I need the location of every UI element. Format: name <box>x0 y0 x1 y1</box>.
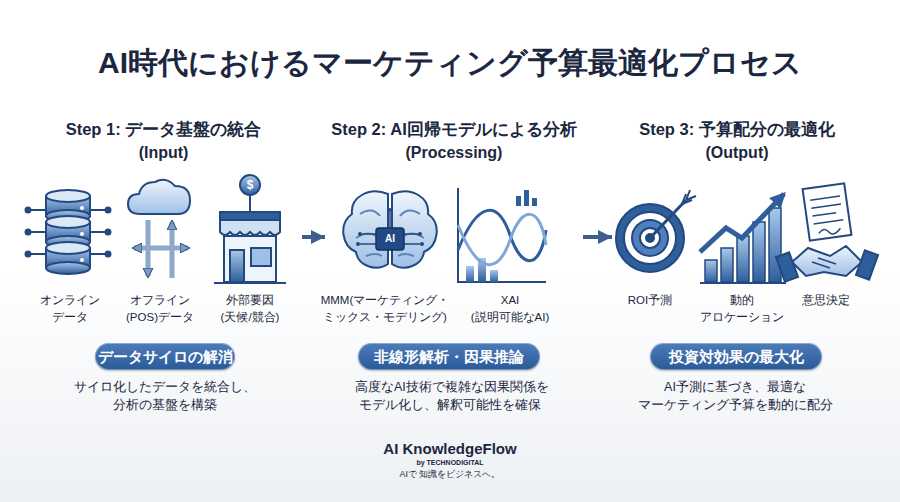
database-icon <box>26 190 111 274</box>
step-description: サイロ化したデータを統合し、 分析の基盤を構築 <box>72 378 258 414</box>
icon-label: オンライン データ <box>39 292 101 326</box>
step-heading: Step 2: AI回帰モデルによる分析 <box>325 118 583 140</box>
store-icon <box>214 175 286 283</box>
ai-brain-icon <box>343 191 436 267</box>
flow-arrow <box>302 235 325 239</box>
icon-label: 動的 アロケーション <box>699 292 785 326</box>
flow-arrow <box>583 235 612 239</box>
step-heading: Step 1: データ基盤の統合 <box>25 118 302 140</box>
contract-handshake-icon <box>776 183 878 281</box>
step-column: Step 1: データ基盤の統合(Input) データサイロの解消 <box>25 118 302 418</box>
growth-chart-icon <box>700 194 786 283</box>
step-description: 高度なAI技術で複雑な因果関係を モデル化し、解釈可能性を確保 <box>355 378 545 414</box>
wave-chart-icon <box>458 188 546 282</box>
banner-text: 投資対効果の最大化 <box>669 348 804 366</box>
diagram-title: AI時代におけるマーケティング予算最適化プロセス <box>0 44 900 82</box>
banner-pill: 投資対効果の最大化 <box>650 343 822 370</box>
step-subheading: (Processing) <box>325 142 583 164</box>
icon-label: MMM(マーケティング・ ミックス・モデリング) <box>317 292 453 326</box>
step-subheading: (Output) <box>612 142 862 164</box>
step-column: Step 3: 予算配分の最適化(Output) 投資対効果の最大化 <box>612 118 862 418</box>
step-description: AI予測に基づき、最適な マーケティング予算を動的に配分 <box>637 378 833 414</box>
target-icon <box>616 190 696 272</box>
brand-byline: by TECHNODIGITAL <box>416 458 483 467</box>
banner-pill: データサイロの解消 <box>95 343 235 370</box>
cloud-sync-icon <box>128 180 190 278</box>
icon-label: 意思決定 <box>802 292 850 309</box>
chip-label: AI <box>385 233 395 245</box>
brand-name: AI KnowledgeFlow <box>383 440 516 458</box>
icon-label: ROI予測 <box>628 292 672 309</box>
currency-sign: $ <box>247 178 254 192</box>
icon-label: オフライン (POS)データ <box>123 292 197 326</box>
step-subheading: (Input) <box>25 142 302 164</box>
step-column: Step 2: AI回帰モデルによる分析(Processing) 非線形解析・因果… <box>325 118 583 418</box>
step-heading: Step 3: 予算配分の最適化 <box>612 118 862 140</box>
brand-tagline: AIで 知識をビジネスへ。 <box>399 468 500 480</box>
banner-pill: 非線形解析・因果推論 <box>358 343 540 370</box>
icon-label: XAI (説明可能なAI) <box>466 292 554 326</box>
banner-text: 非線形解析・因果推論 <box>374 348 524 366</box>
icon-label: 外部要因 (天候/競合) <box>212 292 288 326</box>
banner-text: データサイロの解消 <box>98 348 233 366</box>
